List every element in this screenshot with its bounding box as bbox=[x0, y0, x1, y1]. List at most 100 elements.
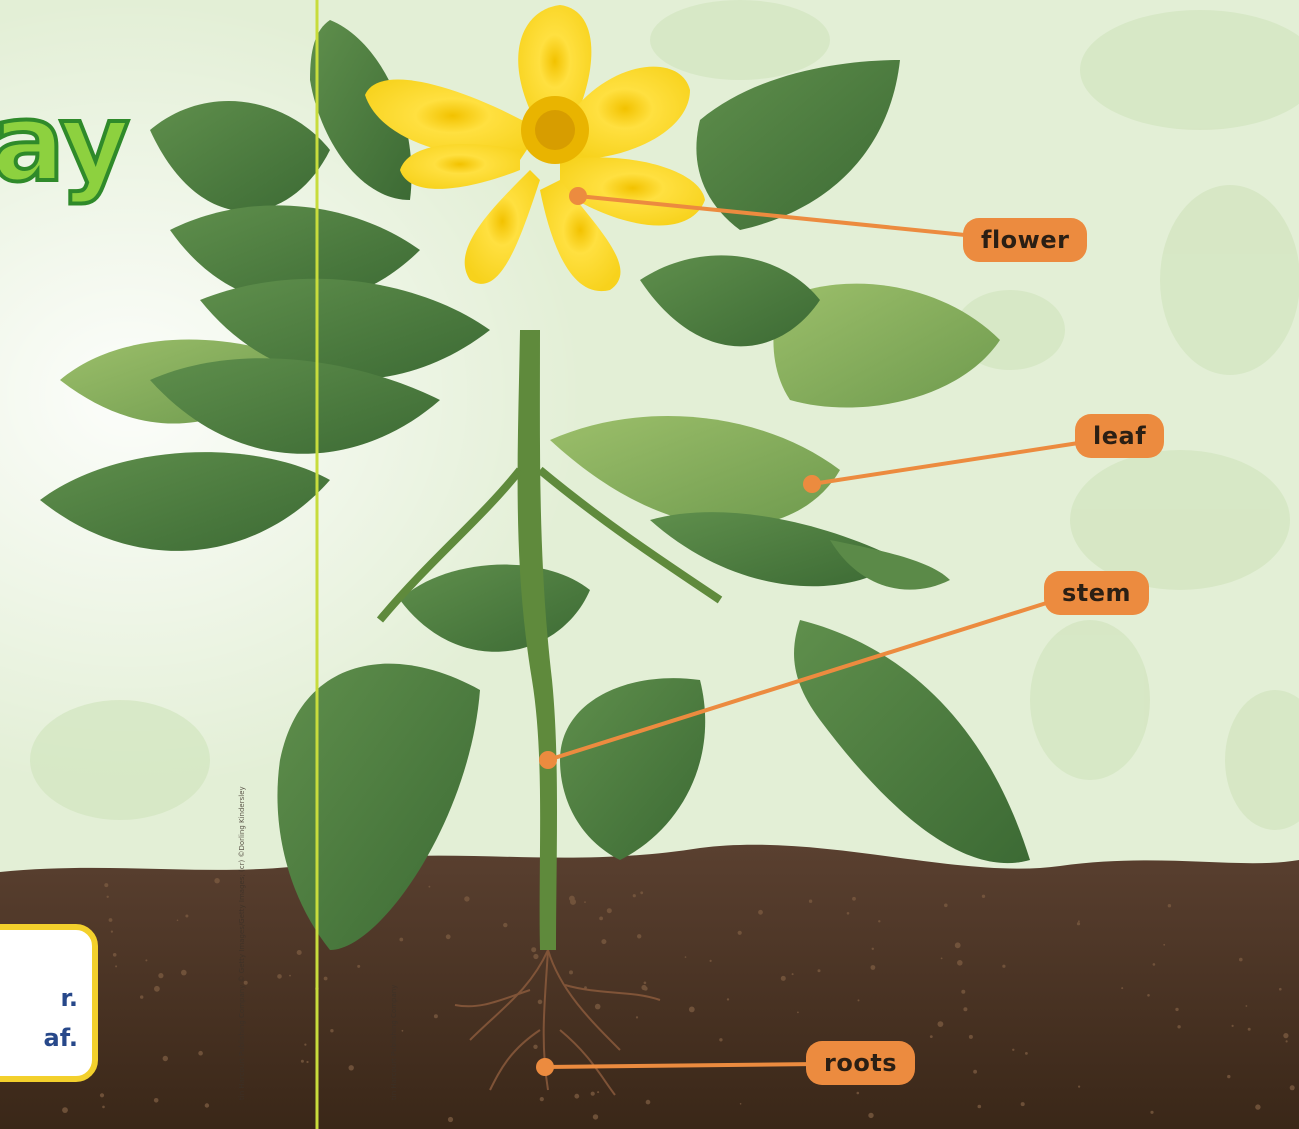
soil-speck bbox=[878, 920, 880, 922]
soil-speck bbox=[1078, 1086, 1080, 1088]
soil-speck bbox=[1163, 944, 1165, 946]
soil-speck bbox=[324, 977, 328, 981]
soil-speck bbox=[740, 1103, 742, 1105]
soil-speck bbox=[402, 1030, 404, 1032]
soil-speck bbox=[429, 886, 431, 888]
soil-speck bbox=[871, 965, 876, 970]
soil-speck bbox=[446, 934, 451, 939]
soil-speck bbox=[1232, 1025, 1234, 1027]
soil-speck bbox=[100, 1093, 104, 1097]
soil-speck bbox=[710, 960, 712, 962]
page-title-fragment: ay bbox=[0, 90, 128, 198]
soil-speck bbox=[1248, 1028, 1251, 1031]
soil-speck bbox=[1279, 988, 1282, 991]
soil-speck bbox=[538, 1000, 543, 1005]
soil-speck bbox=[636, 1016, 638, 1018]
soil-speck bbox=[163, 1056, 168, 1061]
soil-speck bbox=[306, 1061, 308, 1063]
leaf-label: leaf bbox=[1075, 414, 1164, 458]
flower-label: flower bbox=[963, 218, 1087, 262]
soil-speck bbox=[1153, 963, 1156, 966]
soil-speck bbox=[62, 1107, 68, 1113]
soil-speck bbox=[597, 1091, 599, 1093]
soil-speck bbox=[852, 897, 856, 901]
soil-speck bbox=[1286, 1040, 1288, 1042]
soil-speck bbox=[607, 908, 612, 913]
soil-speck bbox=[727, 998, 729, 1000]
soil-speck bbox=[434, 1014, 438, 1018]
soil-speck bbox=[1175, 1008, 1178, 1011]
soil-speck bbox=[1121, 987, 1123, 989]
soil-speck bbox=[1283, 1033, 1288, 1038]
soil-speck bbox=[930, 1035, 933, 1038]
soil-speck bbox=[297, 950, 302, 955]
soil-speck bbox=[847, 912, 850, 915]
soil-speck bbox=[1077, 922, 1080, 925]
instruction-line-2: af. bbox=[44, 1024, 78, 1052]
soil-speck bbox=[963, 1007, 967, 1011]
soil-speck bbox=[104, 883, 108, 887]
soil-speck bbox=[301, 1060, 304, 1063]
soil-speck bbox=[181, 970, 187, 976]
soil-speck bbox=[685, 956, 687, 958]
soil-speck bbox=[961, 990, 965, 994]
soil-speck bbox=[646, 1100, 651, 1105]
soil-speck bbox=[330, 1029, 333, 1032]
soil-speck bbox=[938, 1021, 944, 1027]
soil-speck bbox=[109, 918, 113, 922]
soil-speck bbox=[531, 947, 536, 952]
soil-speck bbox=[357, 965, 360, 968]
soil-speck bbox=[102, 1106, 105, 1109]
soil-speck bbox=[448, 1117, 453, 1122]
soil-speck bbox=[797, 1012, 799, 1014]
soil-speck bbox=[289, 975, 291, 977]
soil-speck bbox=[140, 995, 143, 998]
soil-speck bbox=[637, 934, 641, 938]
soil-speck bbox=[154, 986, 160, 992]
soil-speck bbox=[1150, 1111, 1153, 1114]
soil-speck bbox=[781, 976, 786, 981]
soil-speck bbox=[113, 953, 117, 957]
soil-speck bbox=[868, 1113, 873, 1118]
soil-speck bbox=[304, 1044, 306, 1046]
soil-speck bbox=[941, 958, 943, 960]
soil-speck bbox=[1078, 920, 1080, 922]
soil-speck bbox=[872, 948, 874, 950]
soil-speck bbox=[955, 942, 961, 948]
soil-speck bbox=[973, 1070, 977, 1074]
instruction-box: r. af. bbox=[0, 924, 98, 1082]
soil-speck bbox=[205, 1103, 209, 1107]
soil-speck bbox=[177, 920, 179, 922]
soil-speck bbox=[1246, 1005, 1248, 1007]
flower-point bbox=[569, 187, 587, 205]
soil-speck bbox=[107, 896, 109, 898]
soil-speck bbox=[1227, 1075, 1230, 1078]
stem-label: stem bbox=[1044, 571, 1149, 615]
soil-speck bbox=[689, 1007, 695, 1013]
soil-speck bbox=[569, 970, 573, 974]
soil-speck bbox=[503, 923, 507, 927]
soil-speck bbox=[158, 973, 163, 978]
soil-speck bbox=[738, 931, 742, 935]
soil-speck bbox=[540, 1097, 544, 1101]
soil-speck bbox=[957, 960, 963, 966]
soil-speck bbox=[969, 1035, 973, 1039]
soil-speck bbox=[464, 896, 469, 901]
photo-credit-right: tin Harcourt Publishing Company bbox=[390, 985, 398, 1100]
soil-speck bbox=[978, 1105, 982, 1109]
soil-speck bbox=[601, 939, 606, 944]
soil-speck bbox=[277, 974, 282, 979]
soil-speck bbox=[1290, 1085, 1295, 1090]
stem-point bbox=[539, 751, 557, 769]
soil-speck bbox=[115, 965, 117, 967]
soil-speck bbox=[399, 938, 403, 942]
soil-speck bbox=[185, 915, 188, 918]
soil-speck bbox=[719, 1038, 722, 1041]
soil-speck bbox=[857, 1092, 860, 1095]
soil-speck bbox=[591, 1092, 595, 1096]
soil-speck bbox=[145, 959, 147, 961]
soil-speck bbox=[1239, 958, 1243, 962]
soil-speck bbox=[533, 954, 538, 959]
soil-speck bbox=[644, 987, 648, 991]
